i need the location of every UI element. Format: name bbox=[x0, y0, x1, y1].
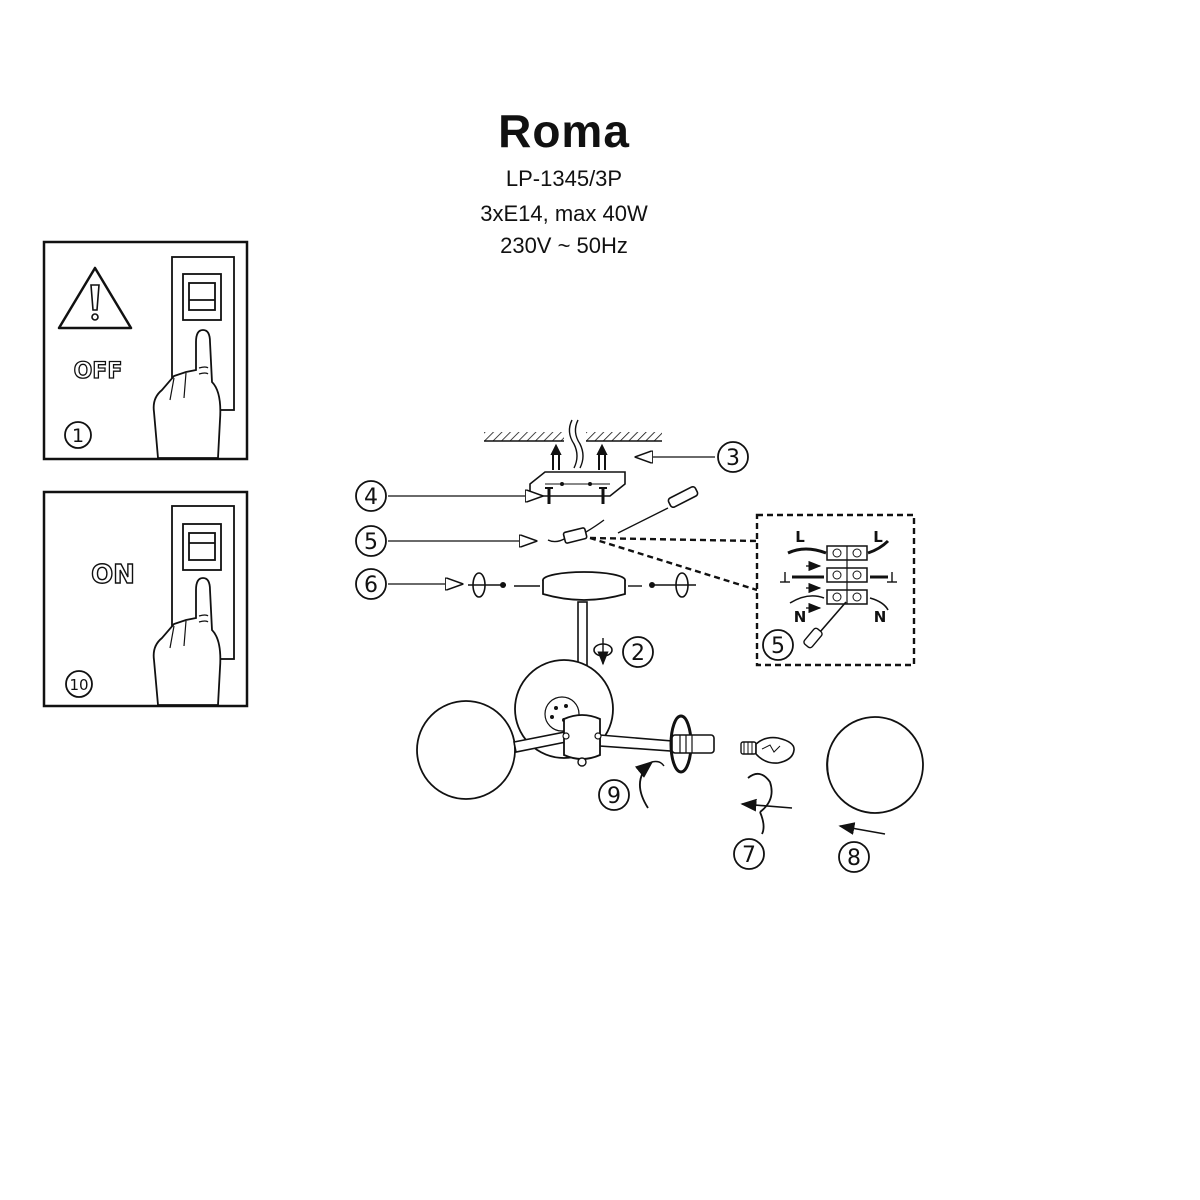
step-2-badge: 2 bbox=[622, 636, 654, 668]
earth-symbol-icon bbox=[780, 572, 790, 583]
on-label: ON bbox=[91, 560, 135, 590]
live-wire bbox=[787, 547, 827, 555]
svg-text:1: 1 bbox=[72, 425, 84, 447]
ceiling-anchor-icon bbox=[596, 443, 608, 470]
ceiling-anchor-icon bbox=[550, 443, 562, 470]
switch-on-panel: ON 10 bbox=[42, 490, 249, 708]
svg-text:9: 9 bbox=[607, 784, 621, 809]
mounting-bracket bbox=[529, 471, 626, 497]
live-label-right: L bbox=[873, 528, 883, 546]
step-8-badge: 8 bbox=[838, 841, 870, 873]
svg-text:5: 5 bbox=[364, 530, 378, 555]
svg-text:5: 5 bbox=[771, 634, 785, 659]
earth-symbol-icon bbox=[887, 572, 897, 583]
svg-text:7: 7 bbox=[742, 843, 756, 868]
warning-icon bbox=[57, 266, 133, 330]
live-label-left: L bbox=[795, 528, 805, 546]
inset-callout-line bbox=[589, 536, 758, 592]
rotate-arrow-icon bbox=[468, 572, 506, 598]
step-5-badge: 5 bbox=[762, 629, 794, 661]
ceiling bbox=[484, 432, 662, 442]
supply-wires bbox=[568, 419, 584, 469]
light-bulb-icon bbox=[740, 736, 795, 764]
step-10-badge: 10 bbox=[65, 670, 93, 698]
screw-icon bbox=[599, 487, 607, 504]
product-title: Roma bbox=[498, 105, 630, 157]
step-6-badge: 6 bbox=[355, 568, 387, 600]
wiring-inset: L L N N bbox=[755, 513, 916, 667]
neutral-label-left: N bbox=[794, 608, 807, 626]
hand-icon bbox=[152, 577, 222, 706]
wire-connector bbox=[547, 519, 605, 544]
off-label: OFF bbox=[74, 359, 123, 384]
svg-text:6: 6 bbox=[364, 573, 378, 598]
central-hub bbox=[562, 714, 602, 767]
power-spec: 230V ~ 50Hz bbox=[500, 233, 628, 258]
screw-icon bbox=[545, 487, 553, 504]
live-wire bbox=[867, 539, 890, 555]
insert-arrow bbox=[838, 822, 886, 835]
terminal-block bbox=[826, 545, 868, 605]
step-3-badge: 3 bbox=[717, 441, 749, 473]
neutral-wire bbox=[869, 597, 889, 611]
rotate-arrow-icon bbox=[649, 572, 696, 598]
step-4-badge: 4 bbox=[355, 480, 387, 512]
glass-globe bbox=[826, 716, 924, 814]
switch-off-panel: OFF 1 bbox=[42, 240, 249, 461]
screwdriver-icon bbox=[617, 485, 699, 534]
svg-text:3: 3 bbox=[726, 446, 740, 471]
screwdriver-icon bbox=[803, 601, 847, 649]
model-number: LP-1345/3P bbox=[505, 166, 623, 191]
step-7-badge: 7 bbox=[733, 838, 765, 870]
lamp-socket bbox=[669, 714, 715, 774]
svg-text:4: 4 bbox=[364, 485, 378, 510]
svg-text:2: 2 bbox=[631, 641, 645, 666]
step-9-badge: 9 bbox=[598, 779, 630, 811]
bulb-spec: 3xE14, max 40W bbox=[480, 201, 648, 226]
rotate-arrow-icon bbox=[593, 638, 613, 666]
neutral-wire bbox=[789, 595, 825, 604]
step-5-badge: 5 bbox=[355, 525, 387, 557]
glass-globe bbox=[416, 700, 516, 800]
hand-icon bbox=[152, 329, 222, 459]
ceiling-canopy bbox=[542, 571, 626, 601]
rotate-arrow-icon bbox=[634, 760, 665, 809]
neutral-label-right: N bbox=[874, 608, 887, 626]
step-1-badge: 1 bbox=[64, 421, 92, 449]
rotate-arrow-icon bbox=[740, 772, 793, 835]
svg-text:10: 10 bbox=[69, 676, 88, 694]
svg-text:8: 8 bbox=[847, 846, 861, 871]
